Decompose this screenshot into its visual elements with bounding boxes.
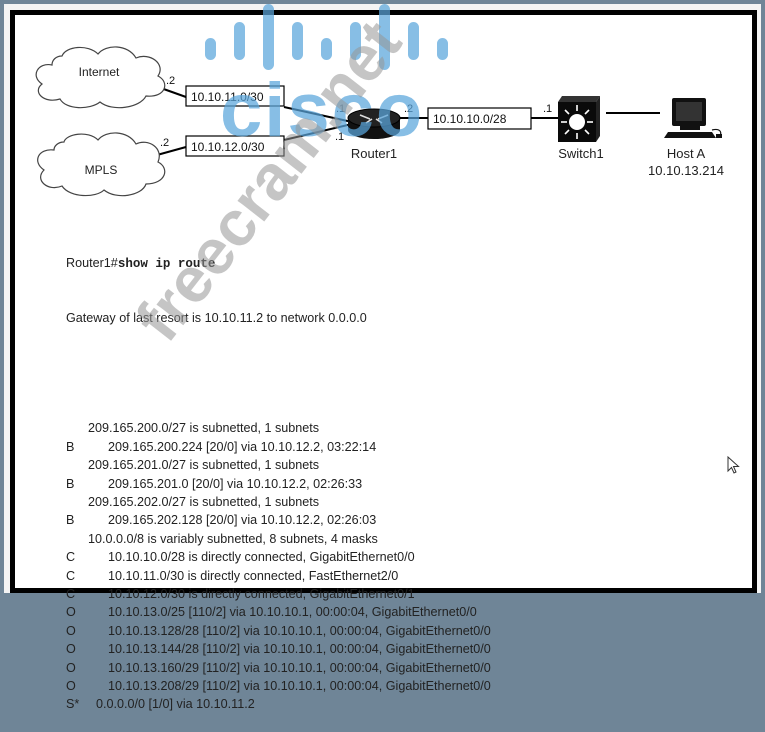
route-entry: B 209.165.200.224 [20/0] via 10.10.12.2, … [66,438,491,456]
topology-diagram: Internet MPLS 10.10.11.0/30 10.10.12.0/3… [35,46,724,197]
route-code: O [66,660,76,675]
route-code: C [66,586,76,601]
route-text: 10.10.13.208/29 [110/2] via 10.10.10.1, … [108,678,491,693]
route-code: S* [66,697,80,712]
ifc-label-mpls: .2 [160,137,169,149]
route-text: 10.10.10.0/28 is directly connected, Gig… [108,550,415,565]
route-text: 10.10.13.128/28 [110/2] via 10.10.10.1, … [108,623,491,638]
route-entry: C 10.10.12.0/30 is directly connected, Gi… [66,585,491,603]
link-internet-router [283,106,353,123]
cli-prompt: Router1# [66,255,118,270]
route-entry: C 10.10.10.0/28 is directly connected, Gi… [66,548,491,566]
cisco-logo-watermark: cisco [205,4,448,153]
route-entry: B 209.165.202.128 [20/0] via 10.10.12.2, … [66,511,491,529]
subnet-box-internet: 10.10.11.0/30 [185,85,285,107]
ifc-label-router-mpls: .1 [335,131,344,143]
route-code: O [66,623,76,638]
cli-command: show ip route [117,256,216,271]
route-subnet-header: 10.0.0.0/8 is variably subnetted, 8 subn… [66,530,491,548]
cli-gateway-line: Gateway of last resort is 10.10.11.2 to … [66,311,367,326]
cloud-label-mpls: MPLS [85,163,118,177]
show-ip-route-output: Router1#show ip route Gateway of last re… [66,217,491,732]
route-text: 209.165.200.0/27 is subnetted, 1 subnets [88,421,320,436]
route-text: 10.10.13.144/28 [110/2] via 10.10.10.1, … [108,642,491,657]
cloud-internet: Internet [35,46,166,109]
route-entry: C 10.10.11.0/30 is directly connected, Fa… [66,567,491,585]
route-text: 10.0.0.0/8 is variably subnetted, 8 subn… [88,531,378,546]
route-text: 209.165.201.0/27 is subnetted, 1 subnets [88,458,320,473]
route-text: 10.10.12.0/30 is directly connected, Gig… [108,586,415,601]
route-text: 209.165.201.0 [20/0] via 10.10.12.2, 02:… [108,476,363,491]
ifc-label-router-internet: .1 [336,103,345,115]
route-entry: O 10.10.13.208/29 [110/2] via 10.10.10.1,… [66,677,491,695]
cisco-logo-text: cisco [220,68,424,153]
route-code: B [66,513,75,528]
subnet-box-lan: 10.10.10.0/28 [427,107,532,130]
route-code: O [66,605,76,620]
multilayer-switch-icon [558,96,600,142]
route-entry: O 10.10.13.128/28 [110/2] via 10.10.10.1,… [66,622,491,640]
route-text: 209.165.202.0/27 is subnetted, 1 subnets [88,494,320,509]
subnet-label: 10.10.11.0/30 [191,90,264,104]
ifc-label-router-switch: .2 [404,103,413,115]
route-subnet-header: 209.165.202.0/27 is subnetted, 1 subnets [66,493,491,511]
route-text: 10.10.11.0/30 is directly connected, Fas… [108,568,399,583]
cloud-icon [35,46,166,109]
exhibit-frame [10,10,757,593]
link-mpls [156,146,187,156]
route-entry: O 10.10.13.0/25 [110/2] via 10.10.10.1, 0… [66,603,491,621]
host-ip: 10.10.13.214 [648,163,724,178]
link-mpls-router [283,123,353,141]
cisco-bars-icon [205,4,448,70]
cloud-icon [37,132,166,197]
route-text: 209.165.200.224 [20/0] via 10.10.12.2, 0… [108,439,377,454]
route-text: 0.0.0.0/0 [1/0] via 10.10.11.2 [96,697,255,712]
route-code: B [66,476,75,491]
cloud-label-internet: Internet [79,65,120,79]
route-text: 209.165.202.128 [20/0] via 10.10.12.2, 0… [108,513,377,528]
route-subnet-header: 209.165.201.0/27 is subnetted, 1 subnets [66,456,491,474]
workstation-icon [664,98,722,138]
route-entry: O 10.10.13.144/28 [110/2] via 10.10.10.1,… [66,640,491,658]
route-text: 10.10.13.160/29 [110/2] via 10.10.10.1, … [108,660,491,675]
router-label: Router1 [351,146,397,161]
ifc-label-internet: .2 [166,75,175,87]
cloud-mpls: MPLS [37,132,166,197]
router-icon [347,108,401,139]
route-entry: O 10.10.13.160/29 [110/2] via 10.10.10.1,… [66,659,491,677]
route-code: O [66,678,76,693]
cli-blank-line [66,364,491,382]
route-subnet-header: 209.165.200.0/27 is subnetted, 1 subnets [66,419,491,437]
ifc-label-switch: .1 [543,103,552,115]
mouse-cursor-icon [727,456,740,474]
cli-command-line: Router1#show ip route [66,254,491,272]
route-table: 209.165.200.0/27 is subnetted, 1 subnets… [66,419,491,713]
subnet-label: 10.10.12.0/30 [191,140,265,154]
subnet-label: 10.10.10.0/28 [433,112,507,126]
route-entry: B 209.165.201.0 [20/0] via 10.10.12.2, 02… [66,475,491,493]
switch-label: Switch1 [558,146,604,161]
route-entry: S* 0.0.0.0/0 [1/0] via 10.10.11.2 [66,695,491,713]
route-code: B [66,439,75,454]
route-code: C [66,568,76,583]
route-code: O [66,642,76,657]
host-label: Host A [667,146,706,161]
route-text: 10.10.13.0/25 [110/2] via 10.10.10.1, 00… [108,605,477,620]
subnet-box-mpls: 10.10.12.0/30 [185,135,285,157]
route-code: C [66,550,76,565]
